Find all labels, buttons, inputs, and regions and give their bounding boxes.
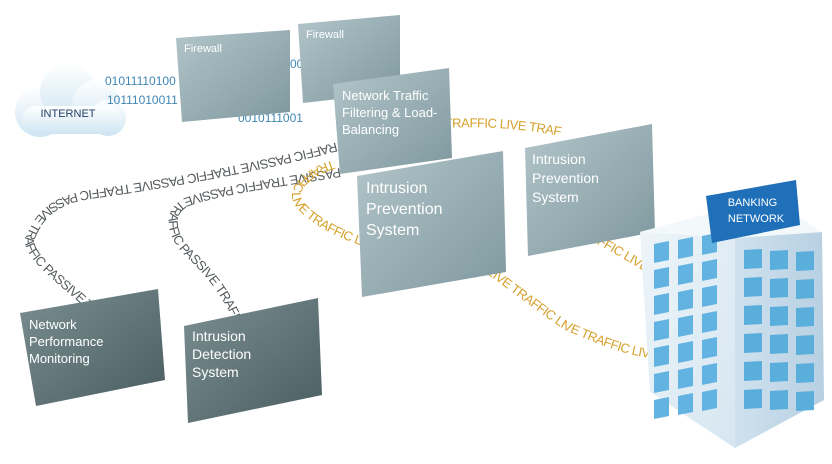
ips-right-line-1: Intrusion: [532, 151, 586, 167]
window: [796, 307, 814, 327]
window: [678, 263, 693, 285]
window: [702, 285, 717, 307]
ips-right-label: Intrusion Prevention System: [532, 151, 603, 205]
filtering-label: Network Traffic Filtering & Load- Balanc…: [342, 88, 441, 137]
filtering-panel: Network Traffic Filtering & Load- Balanc…: [333, 68, 452, 174]
window: [678, 393, 693, 415]
window: [702, 259, 717, 281]
window: [770, 390, 788, 410]
bank-building: BANKING NETWORK: [640, 180, 824, 448]
ids-line-2: Detection: [192, 346, 251, 362]
ips-center-line-2: Prevention: [366, 201, 443, 218]
window: [702, 363, 717, 385]
ids-panel: Intrusion Detection System: [184, 298, 322, 423]
ips-center-line-3: System: [366, 222, 419, 239]
ips-right-line-3: System: [532, 189, 579, 205]
npm-panel: Network Performance Monitoring: [20, 289, 165, 406]
binary-row-2: 10111010011: [107, 93, 178, 107]
window: [678, 237, 693, 259]
window: [796, 391, 814, 411]
window: [770, 306, 788, 326]
ids-line-1: Intrusion: [192, 328, 246, 344]
window: [702, 337, 717, 359]
building-windows-side: [744, 249, 814, 411]
ips-center-line-1: Intrusion: [366, 180, 427, 197]
cloud-icon: [15, 64, 126, 137]
ips-right-line-2: Prevention: [532, 170, 599, 186]
ips-center-panel: Intrusion Prevention System: [357, 151, 506, 297]
banking-line-1: BANKING: [728, 197, 778, 209]
filtering-line-1: Network Traffic: [342, 88, 429, 103]
window: [744, 249, 762, 269]
window: [678, 315, 693, 337]
firewall-panel-1: Firewall: [176, 30, 290, 122]
banking-sign: BANKING NETWORK: [706, 180, 800, 243]
window: [796, 251, 814, 271]
window: [744, 361, 762, 381]
firewall-label-1: Firewall: [184, 43, 222, 55]
window: [796, 335, 814, 355]
building-windows-front: [654, 233, 717, 419]
window: [770, 278, 788, 298]
ips-center-label: Intrusion Prevention System: [366, 180, 447, 239]
window: [678, 341, 693, 363]
window: [654, 397, 669, 419]
internet-cloud: INTERNET: [15, 64, 126, 137]
window: [744, 389, 762, 409]
window: [654, 241, 669, 263]
banking-line-2: NETWORK: [728, 213, 785, 225]
npm-line-1: Network: [29, 317, 77, 332]
window: [654, 293, 669, 315]
banking-sign-label: BANKING NETWORK: [728, 197, 785, 225]
window: [654, 267, 669, 289]
window: [796, 363, 814, 383]
ids-label: Intrusion Detection System: [192, 328, 255, 380]
window: [678, 367, 693, 389]
window: [654, 319, 669, 341]
window: [796, 279, 814, 299]
ips-right-panel: Intrusion Prevention System: [525, 124, 655, 256]
window: [678, 289, 693, 311]
window: [744, 333, 762, 353]
npm-line-2: Performance: [29, 334, 103, 349]
ids-line-3: System: [192, 364, 239, 380]
window: [654, 371, 669, 393]
window: [744, 305, 762, 325]
window: [770, 362, 788, 382]
window: [770, 334, 788, 354]
window: [702, 311, 717, 333]
internet-label: INTERNET: [41, 108, 96, 120]
window: [770, 250, 788, 270]
window: [744, 277, 762, 297]
filtering-line-3: Balancing: [342, 122, 399, 137]
filtering-line-2: Filtering & Load-: [342, 105, 437, 120]
npm-label: Network Performance Monitoring: [29, 317, 107, 366]
binary-row-1: 01011110100: [105, 74, 176, 88]
firewall-label-2: Firewall: [306, 29, 344, 41]
window: [654, 345, 669, 367]
npm-line-3: Monitoring: [29, 351, 90, 366]
window: [702, 389, 717, 411]
